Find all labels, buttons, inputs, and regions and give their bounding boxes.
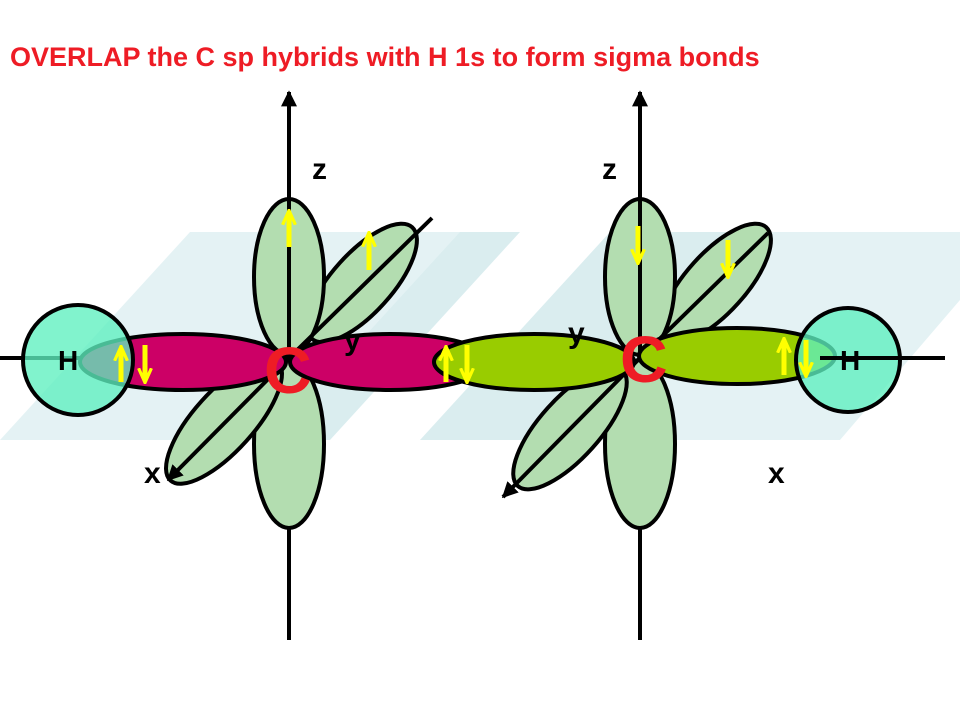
electron-arrows	[121, 212, 806, 382]
right-z-axis-label: z	[602, 153, 617, 186]
left-hydrogen-label: H	[58, 345, 78, 376]
right-hydrogen-label: H	[840, 345, 860, 376]
left-carbon-label: C	[264, 333, 312, 407]
right-x-axis	[501, 356, 642, 499]
left-carbon-group: z y x	[78, 90, 492, 640]
left-hydrogen-1s-orbital	[21, 303, 135, 417]
left-y-axis-label: y	[344, 324, 361, 357]
left-z-axis-label: z	[312, 153, 327, 186]
right-y-axis-label: y	[568, 317, 585, 350]
right-x-axis-label: x	[768, 457, 785, 490]
right-carbon-group: z y x	[432, 90, 837, 640]
left-x-axis-label: x	[144, 457, 161, 490]
right-carbon-label: C	[620, 322, 668, 396]
left-y-axis	[287, 216, 434, 360]
slide-title: OVERLAP the C sp hybrids with H 1s to fo…	[10, 42, 760, 72]
right-sp-hybrid-lobe-inner	[432, 332, 636, 392]
